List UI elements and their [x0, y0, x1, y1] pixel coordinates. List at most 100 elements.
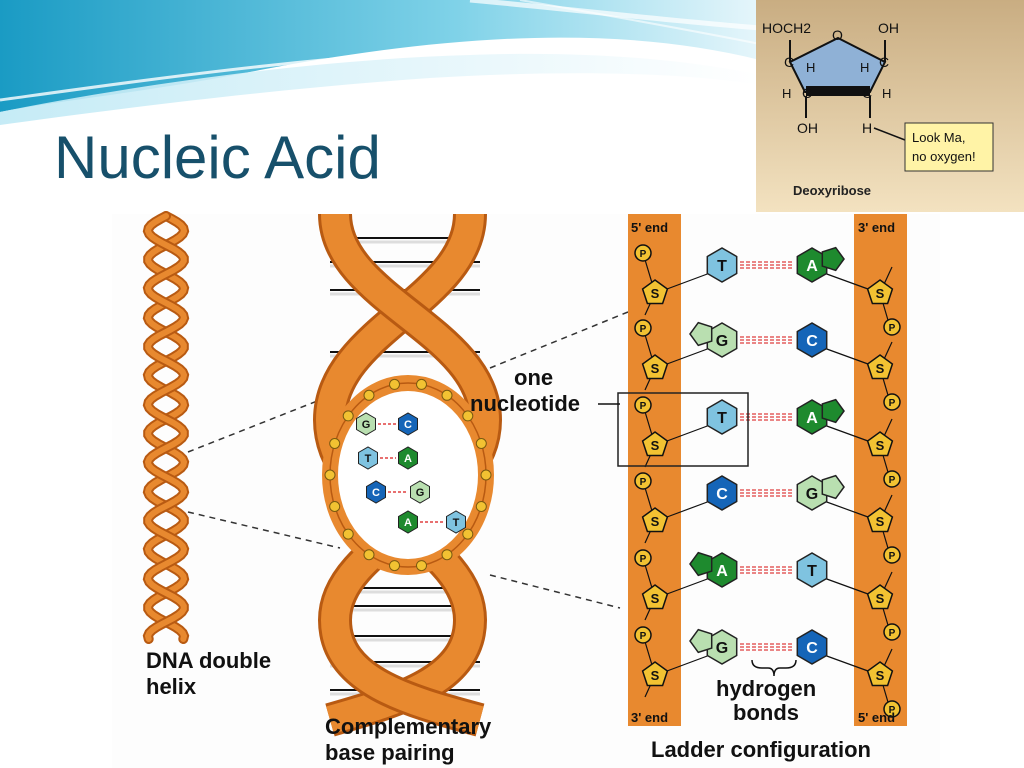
- hydrogen-label-3: H: [782, 86, 791, 101]
- phosphate: [634, 472, 652, 490]
- phosphate: [883, 546, 901, 564]
- ladder-base-letter: A: [806, 410, 818, 427]
- sugar: [866, 431, 894, 457]
- phosphate-symbol: P: [640, 631, 647, 642]
- phosphate: [634, 549, 652, 567]
- ladder-base-ring: [689, 551, 713, 577]
- pairing-base-letter: C: [372, 487, 380, 499]
- sugar: [641, 431, 669, 457]
- backbone-bead: [475, 438, 487, 449]
- backbone-bead: [329, 501, 341, 512]
- ladder-base-C: [796, 629, 828, 665]
- right-top-end: 3' end: [858, 220, 895, 235]
- ladder-label: Ladder configuration: [651, 737, 871, 762]
- oh-bottom-label: OH: [797, 120, 818, 136]
- phosphate-symbol: P: [640, 554, 647, 565]
- sugar-symbol: S: [651, 514, 660, 529]
- pairing-base-letter: C: [404, 419, 412, 431]
- left-bottom-end: 3' end: [631, 710, 668, 725]
- backbone-bead: [342, 528, 354, 540]
- hydrogen-label-4: H: [882, 86, 891, 101]
- backbone-bead: [462, 410, 474, 422]
- phosphate: [883, 318, 901, 336]
- ladder-base-C: [796, 322, 828, 358]
- sugar-symbol: S: [651, 591, 660, 606]
- ladder-base-T: [796, 552, 828, 588]
- pairing-base-letter: T: [453, 517, 460, 529]
- phosphate-symbol: P: [640, 249, 647, 260]
- backbone-bead: [416, 378, 427, 390]
- pairing-base-T: [358, 446, 378, 470]
- sugar-symbol: S: [876, 438, 885, 453]
- backbone-bead: [324, 469, 336, 481]
- hoch2-label: HOCH2: [762, 20, 811, 36]
- ring-oxygen-label: O: [832, 27, 843, 43]
- pairing-base-letter: A: [404, 517, 412, 529]
- backbone-bead: [363, 389, 375, 401]
- sugar: [641, 507, 669, 533]
- right-bottom-end: 5' end: [858, 710, 895, 725]
- phosphate: [883, 623, 901, 641]
- ladder-base-ring: [821, 246, 845, 272]
- backbone-bead: [480, 469, 492, 481]
- pairing-base-letter: A: [404, 453, 412, 465]
- sugar: [866, 507, 894, 533]
- phosphate: [883, 470, 901, 488]
- sugar-symbol: S: [876, 591, 885, 606]
- pairing-base-G: [410, 480, 430, 504]
- sugar-symbol: S: [876, 361, 885, 376]
- phosphate: [634, 244, 652, 262]
- phosphate: [634, 396, 652, 414]
- ladder-base-T: [706, 399, 738, 435]
- phosphate-symbol: P: [640, 324, 647, 335]
- backbone-bead: [389, 560, 400, 572]
- pairing-base-letter: T: [365, 453, 372, 465]
- phosphate-symbol: P: [889, 551, 896, 562]
- helix-label-line-2: helix: [146, 674, 197, 699]
- large-double-helix: [312, 212, 503, 737]
- pairing-base-letter: G: [362, 419, 371, 431]
- hbond-brace: [751, 659, 797, 677]
- sugar-symbol: S: [876, 514, 885, 529]
- ladder-rung: P S P S C G: [634, 472, 901, 564]
- sugar-symbol: S: [876, 668, 885, 683]
- backbone-bead: [475, 501, 487, 512]
- ladder-base-letter: C: [716, 486, 728, 503]
- pairing-base-letter: G: [416, 487, 425, 499]
- sugar-symbol: S: [651, 361, 660, 376]
- ladder-base-letter: G: [806, 486, 818, 503]
- nucleotide-box: [617, 392, 749, 467]
- ladder-base-letter: C: [806, 640, 818, 657]
- phosphate: [883, 393, 901, 411]
- ladder-base-letter: C: [806, 333, 818, 350]
- pairing-base-G: [356, 412, 376, 436]
- carbon-label-1: C: [784, 54, 794, 70]
- ladder-rung: P S P S G C: [634, 319, 901, 411]
- backbone-bead: [462, 528, 474, 540]
- backbone-bead: [389, 378, 400, 390]
- pairing-base-C: [366, 480, 386, 504]
- header-wave: [0, 0, 761, 126]
- slide-title: Nucleic Acid: [54, 124, 381, 191]
- deoxyribose-caption: Deoxyribose: [793, 183, 871, 198]
- backbone-bead: [441, 389, 453, 401]
- ladder-base-ring: [689, 321, 713, 347]
- ladder-base-T: [706, 247, 738, 283]
- callout-line-1: Look Ma,: [912, 130, 965, 145]
- pairing-base-T: [446, 510, 466, 534]
- hydrogen-label-2: H: [860, 60, 869, 75]
- pairing-base-A: [398, 446, 418, 470]
- ladder-base-ring: [821, 398, 845, 424]
- ladder-base-letter: G: [716, 333, 728, 350]
- phosphate-symbol: P: [889, 628, 896, 639]
- sugar-symbol: S: [651, 438, 660, 453]
- carbon-label-2: C: [879, 54, 889, 70]
- pairing-base-A: [398, 510, 418, 534]
- phosphate-symbol: P: [889, 398, 896, 409]
